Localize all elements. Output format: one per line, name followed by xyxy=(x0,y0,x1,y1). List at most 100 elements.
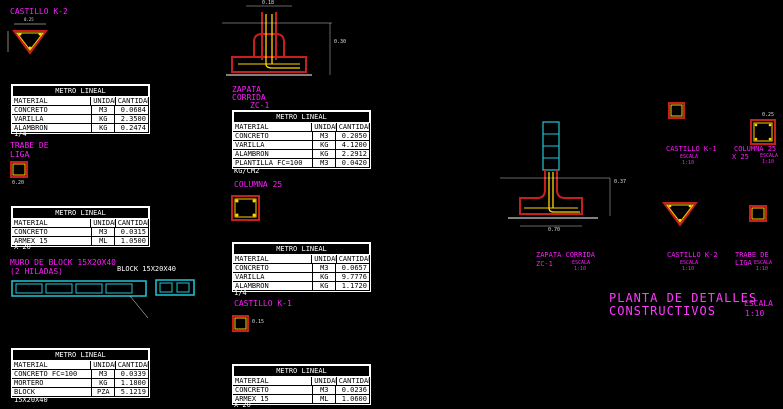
col-cantidad: CANTIDAD xyxy=(336,123,371,132)
label-columna-25-right-1: COLUMNA 25 xyxy=(734,145,777,153)
cell: 0.2474 xyxy=(115,124,149,133)
table-header-row: MATERIAL UNIDAD CANTIDAD xyxy=(233,377,371,386)
label-zapata-detail-scale-val: 1:10 xyxy=(574,266,587,272)
columna-25-section-right xyxy=(750,119,776,145)
cell: BLOCK xyxy=(12,388,93,397)
cell: CONCRETO xyxy=(12,228,93,237)
table-row: MORTERO KG 1.1800 xyxy=(12,379,149,388)
table-row: CONCRETO M3 0.0236 xyxy=(233,386,370,395)
col-unidad: UNIDAD xyxy=(91,361,116,370)
castillo-k2-section-top xyxy=(7,23,48,55)
drawing-scale-label: ESCALA xyxy=(744,299,773,308)
cell: 5.1219 xyxy=(115,388,149,397)
cell: CONCRETO xyxy=(233,386,314,395)
castillo-k2-section-right xyxy=(662,202,698,227)
label-castillo-k2-top: CASTILLO K-2 xyxy=(10,7,68,16)
label-castillo-k1-mid: CASTILLO K-1 xyxy=(234,299,292,308)
col-cantidad: CANTIDAD xyxy=(336,377,371,386)
label-castillo-k2-right-scale: ESCALA xyxy=(680,260,699,266)
label-trabe-liga-right-1: TRABE DE xyxy=(735,251,769,259)
table-row: ALAMBRON KG 2.2912 xyxy=(233,150,370,159)
col-unidad: UNIDAD xyxy=(312,377,337,386)
cell: M3 xyxy=(92,106,116,115)
cell: VARILLA xyxy=(233,273,314,282)
cell: ML xyxy=(313,395,337,404)
cell: KG xyxy=(313,141,337,150)
cell: M3 xyxy=(92,228,116,237)
cell: M3 xyxy=(92,370,116,379)
block-wall-elevation xyxy=(11,279,195,319)
cell: M3 xyxy=(313,159,337,168)
cell: 1.0500 xyxy=(115,237,149,246)
cell: KG xyxy=(313,273,337,282)
table-title: METRO LINEAL xyxy=(233,111,370,123)
material-table-castillo-k2: METRO LINEAL MATERIAL UNIDAD CANTIDAD CO… xyxy=(11,84,150,134)
col-material: MATERIAL xyxy=(233,255,313,264)
col-unidad: UNIDAD xyxy=(312,123,337,132)
col-unidad: UNIDAD xyxy=(312,255,337,264)
material-table-zapata: METRO LINEAL MATERIAL UNIDAD CANTIDAD CO… xyxy=(232,110,371,169)
label-castillo-k2-right: CASTILLO K-2 xyxy=(667,251,718,259)
castillo-k1-section-mid xyxy=(232,315,249,332)
dim-label: 0.18 xyxy=(262,0,275,6)
cell: KG xyxy=(92,115,116,124)
trabe-liga-section-right xyxy=(749,205,767,222)
cell: 4.1200 xyxy=(336,141,370,150)
cell: KG xyxy=(313,150,337,159)
table-row: CONCRETO M3 0.0315 xyxy=(12,228,149,237)
cell: MORTERO xyxy=(12,379,93,388)
col-cantidad: CANTIDAD xyxy=(115,97,150,106)
cell: CONCRETO xyxy=(233,264,314,273)
cell: VARILLA xyxy=(12,115,93,124)
table-row: CONCRETO FC=100 M3 0.0339 xyxy=(12,370,149,379)
castillo-k1-section-right xyxy=(668,102,685,119)
label-castillo-k1-right-scale-val: 1:10 xyxy=(682,160,695,166)
table-row: CONCRETO M3 0.0657 xyxy=(233,264,370,273)
cell: VARILLA xyxy=(233,141,314,150)
material-table-muro-block: METRO LINEAL MATERIAL UNIDAD CANTIDAD CO… xyxy=(11,348,150,398)
table-note: X 20 xyxy=(14,243,31,251)
table-note: 15X20X40 xyxy=(14,396,48,404)
cell: 0.0420 xyxy=(336,159,370,168)
col-cantidad: CANTIDAD xyxy=(336,255,371,264)
table-note: KG/CM2 xyxy=(234,167,260,175)
table-title: METRO LINEAL xyxy=(233,365,370,377)
cell: 0.0684 xyxy=(115,106,149,115)
col-material: MATERIAL xyxy=(12,361,92,370)
cell: M3 xyxy=(313,386,337,395)
label-zapata-detail-2: ZC-1 xyxy=(536,260,553,268)
dim-label: 0.25 xyxy=(762,112,775,118)
col-material: MATERIAL xyxy=(233,377,313,386)
drawing-title-line1: PLANTA DE DETALLES xyxy=(609,291,758,305)
table-note: 1/4 xyxy=(234,289,247,297)
table-header-row: MATERIAL UNIDAD CANTIDAD xyxy=(233,255,371,264)
col-material: MATERIAL xyxy=(233,123,313,132)
material-table-castillo-k1: METRO LINEAL MATERIAL UNIDAD CANTIDAD CO… xyxy=(232,364,371,405)
cell: 0.0339 xyxy=(115,370,149,379)
table-note: X 20 xyxy=(234,401,251,409)
cell: KG xyxy=(92,379,116,388)
cell: CONCRETO xyxy=(233,132,314,141)
label-columna-25-right-scale: ESCALA xyxy=(760,153,779,159)
cell: ML xyxy=(92,237,116,246)
table-row: VARILLA KG 2.3500 xyxy=(12,115,149,124)
dim-label: 0.15 xyxy=(252,319,265,325)
dim-025-top: 0.25 xyxy=(24,17,34,22)
material-table-columna-25: METRO LINEAL MATERIAL UNIDAD CANTIDAD CO… xyxy=(232,242,371,292)
cell: PZA xyxy=(92,388,116,397)
cell: 1.1800 xyxy=(115,379,149,388)
table-header-row: MATERIAL UNIDAD CANTIDAD xyxy=(233,123,371,132)
zapata-corrida-section-top xyxy=(222,5,332,76)
cell: 2.2912 xyxy=(336,150,370,159)
table-row: ARMEX 15 ML 1.0500 xyxy=(12,237,149,246)
table-header-row: MATERIAL UNIDAD CANTIDAD xyxy=(12,97,150,106)
table-header-row: MATERIAL UNIDAD CANTIDAD xyxy=(12,361,150,370)
cell: 9.7776 xyxy=(336,273,370,282)
label-block: BLOCK 15X20X40 xyxy=(117,265,177,273)
zapata-corrida-detail xyxy=(500,121,611,227)
cell: 0.0315 xyxy=(115,228,149,237)
drawing-scale-value: 1:10 xyxy=(745,309,765,318)
cell: 1.0600 xyxy=(336,395,370,404)
cell: KG xyxy=(313,282,337,291)
